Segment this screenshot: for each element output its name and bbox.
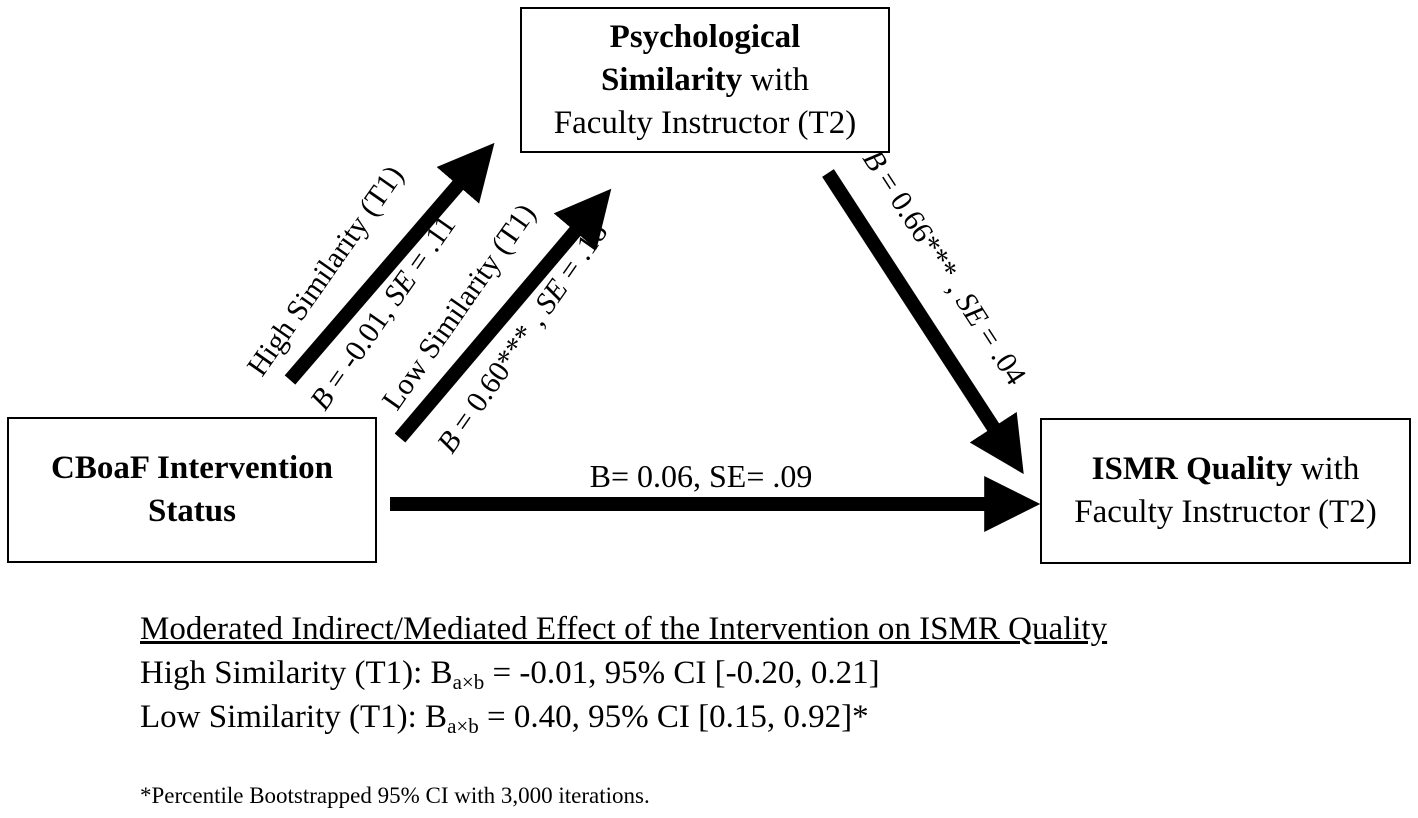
mediator-line1: Psychological bbox=[609, 18, 801, 55]
label-low-similarity-coef: B = 0.60*** , SE = .18 bbox=[431, 216, 615, 459]
summary-high-suffix: = -0.01, 95% CI [-0.20, 0.21] bbox=[484, 655, 880, 691]
label-direct-path: B= 0.06, SE= .09 bbox=[590, 458, 813, 494]
moderated-indirect-effect-summary: Moderated Indirect/Mediated Effect of th… bbox=[140, 607, 1107, 739]
summary-high-prefix: High Similarity (T1): B bbox=[140, 655, 453, 691]
node-cboaf-intervention-status: CBoaF Intervention Status bbox=[7, 417, 377, 563]
summary-low-suffix: = 0.40, 95% CI [0.15, 0.92]* bbox=[478, 699, 869, 735]
predictor-line1: CBoaF Intervention bbox=[50, 450, 333, 486]
mediator-line2-bold: Similarity bbox=[600, 61, 743, 98]
arrow-b-path bbox=[822, 169, 1024, 475]
outcome-line2: Faculty Instructor (T2) bbox=[1074, 494, 1377, 530]
summary-low-similarity: Low Similarity (T1): Ba×b = 0.40, 95% CI… bbox=[140, 695, 1107, 739]
footnote-bootstrap: *Percentile Bootstrapped 95% CI with 3,0… bbox=[140, 783, 650, 808]
coef-se-value-bpath: = .04 bbox=[967, 315, 1032, 391]
summary-low-sub: a×b bbox=[447, 714, 479, 738]
outcome-line1-bold: ISMR Quality bbox=[1091, 451, 1293, 487]
node-ismr-quality: ISMR Quality with Faculty Instructor (T2… bbox=[1040, 418, 1411, 564]
outcome-line1-rest: with bbox=[1292, 451, 1360, 487]
node-psychological-similarity-text: Psychological Similarity with Faculty In… bbox=[554, 16, 856, 145]
node-psychological-similarity: Psychological Similarity with Faculty In… bbox=[520, 7, 890, 153]
arrow-a-path-high bbox=[284, 142, 495, 385]
predictor-line2: Status bbox=[147, 493, 236, 529]
summary-heading: Moderated Indirect/Mediated Effect of th… bbox=[140, 611, 1108, 647]
mediator-line2-rest: with bbox=[742, 61, 810, 98]
node-ismr-quality-text: ISMR Quality with Faculty Instructor (T2… bbox=[1074, 448, 1376, 534]
summary-high-similarity: High Similarity (T1): Ba×b = -0.01, 95% … bbox=[140, 651, 1107, 695]
coef-b-value-bpath: = 0.66*** , bbox=[866, 159, 976, 304]
arrow-a-path-low bbox=[394, 188, 612, 443]
node-cboaf-intervention-status-text: CBoaF Intervention Status bbox=[51, 447, 333, 533]
summary-low-prefix: Low Similarity (T1): B bbox=[140, 699, 448, 735]
mediator-line3: Faculty Instructor (T2) bbox=[553, 104, 857, 141]
summary-high-sub: a×b bbox=[452, 670, 485, 694]
